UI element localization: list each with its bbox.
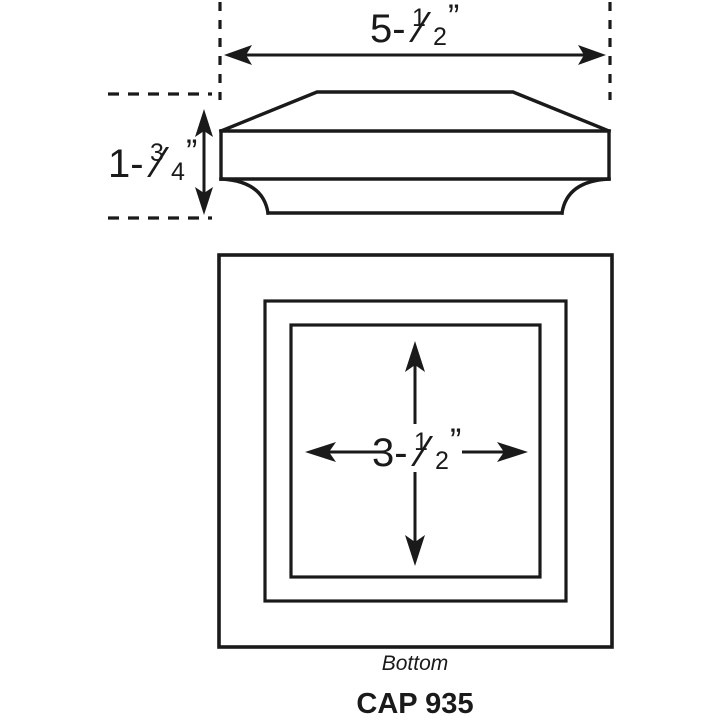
- opening-label-denominator: 2: [435, 447, 449, 475]
- opening-arrowhead-down: [405, 535, 425, 566]
- width-label-whole: 5-: [370, 7, 406, 51]
- width-dimension-label: 5- 1 ⁄ 2 ”: [370, 0, 459, 52]
- product-code-label: CAP 935: [356, 688, 473, 720]
- opening-arrowhead-up: [405, 341, 425, 372]
- width-label-inch-mark: ”: [448, 0, 459, 36]
- height-arrowhead-bottom: [195, 187, 213, 215]
- height-label-denominator: 4: [171, 158, 185, 186]
- profile-bevel-top: [218, 90, 612, 134]
- view-caption-bottom: Bottom: [382, 652, 449, 675]
- height-arrowhead-top: [195, 109, 213, 137]
- height-label-whole: 1-: [108, 142, 144, 186]
- profile-cove-right: [560, 177, 611, 215]
- opening-label-inch-mark: ”: [450, 422, 461, 460]
- height-dimension-group: 1- 3 ⁄ 4 ”: [108, 92, 213, 220]
- height-dimension-label: 1- 3 ⁄ 4 ”: [108, 133, 197, 187]
- width-arrowhead-left: [224, 45, 252, 65]
- bottom-view: 3- 1 ⁄ 2 ”: [217, 253, 614, 649]
- opening-arrowhead-left: [305, 442, 336, 462]
- opening-dimension-group: 3- 1 ⁄ 2 ”: [305, 341, 528, 566]
- profile-view: [218, 90, 612, 215]
- width-dimension-group: 5- 1 ⁄ 2 ”: [218, 0, 612, 100]
- width-label-numerator: 1: [412, 4, 426, 32]
- bottom-middle-square: [263, 299, 568, 603]
- height-label-numerator: 3: [150, 139, 164, 167]
- profile-cove-left: [219, 177, 270, 215]
- opening-arrowhead-right: [497, 442, 528, 462]
- opening-dimension-label: 3- 1 ⁄ 2 ”: [372, 422, 461, 476]
- opening-label-numerator: 1: [414, 428, 428, 456]
- width-arrowhead-right: [578, 45, 606, 65]
- width-label-denominator: 2: [433, 23, 447, 51]
- opening-label-whole: 3-: [372, 431, 408, 475]
- bottom-outer-square: [217, 253, 614, 649]
- height-label-inch-mark: ”: [186, 133, 197, 171]
- bottom-inner-square: [289, 323, 542, 579]
